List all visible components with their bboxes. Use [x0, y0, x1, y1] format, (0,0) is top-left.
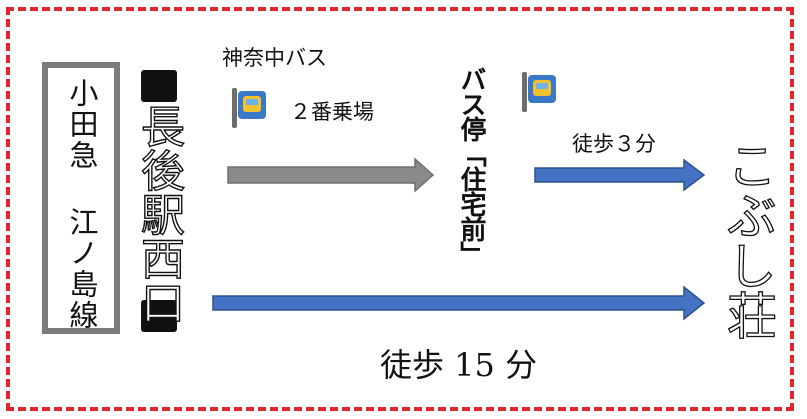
destination-name: こぶし荘: [718, 139, 777, 340]
walk-long-arrow: [212, 285, 706, 321]
station-bracket-close: [141, 300, 177, 332]
bus-platform-label: ２番乗場: [290, 100, 374, 124]
bus-route-arrow: [227, 157, 435, 193]
bus-company-label: 神奈中バス: [222, 46, 327, 70]
bus-stop-icon: [232, 88, 272, 128]
walk-short-arrow: [534, 158, 706, 192]
walk-short-label: 徒歩３分: [572, 132, 656, 156]
bus-stop-icon: [522, 72, 562, 112]
bus-stop-name: バス停「住宅前」: [456, 66, 486, 266]
walk-long-label: 徒歩 15 分: [380, 346, 538, 384]
railway-line-name: 小田急 江ノ島線: [65, 78, 99, 331]
dashed-frame: [6, 7, 794, 411]
station-name: 長後駅西口: [132, 103, 184, 324]
railway-line-box: 小田急 江ノ島線: [42, 62, 120, 334]
station-bracket-open: [141, 70, 177, 102]
